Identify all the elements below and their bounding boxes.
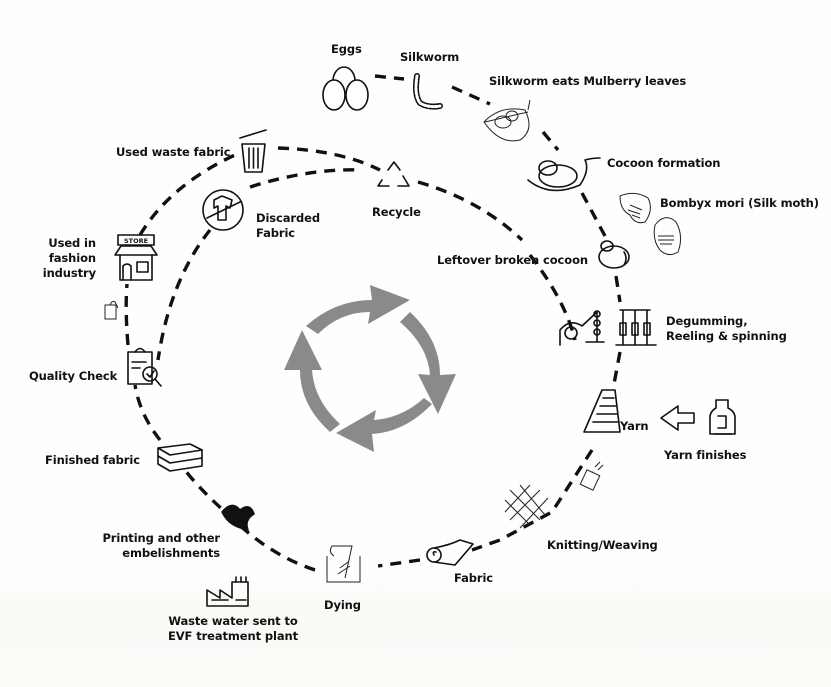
folded-fabric-icon [157, 443, 203, 472]
label-broken-cocoon: Leftover broken cocoon [437, 253, 588, 267]
label-waste-water-line1: Waste water sent to [168, 614, 298, 628]
label-cocoon: Cocoon formation [607, 156, 721, 170]
recycle-icon [377, 161, 410, 187]
silkworm-icon [413, 73, 443, 110]
label-discarded: Discarded Fabric [256, 211, 320, 241]
label-printing-line2: embelishments [122, 545, 220, 560]
broken-cocoon-icon [598, 240, 630, 269]
label-fashion-line2: fashion [48, 250, 96, 265]
label-fabric: Fabric [454, 571, 494, 585]
yarn-spool-icon [583, 389, 621, 433]
cycle-arrows-icon [284, 285, 456, 452]
dryer-machine-icon [579, 461, 604, 491]
label-discarded-line1: Discarded [256, 211, 320, 225]
label-yarn-finishes: Yarn finishes [664, 448, 747, 462]
fabric-roll-icon [426, 539, 474, 566]
label-waste-fabric: Used waste fabric [116, 145, 231, 159]
shopping-bag-icon [104, 300, 119, 320]
label-fashion-line1: Used in [48, 236, 96, 250]
reeling-machine-icon [559, 309, 657, 346]
label-mulberry: Silkworm eats Mulberry leaves [489, 74, 687, 88]
factory-icon [206, 576, 249, 607]
label-printing: Printing and other embelishments [96, 531, 220, 561]
arrow-left-icon [660, 405, 695, 431]
label-moth: Bombyx mori (Silk moth) [660, 196, 819, 210]
label-printing-line1: Printing and other [102, 531, 220, 545]
ornament-icon [221, 504, 255, 531]
label-quality-check: Quality Check [29, 369, 118, 383]
label-yarn: Yarn [620, 419, 649, 433]
bottle-icon [709, 399, 736, 435]
label-dying: Dying [324, 598, 361, 612]
label-silkworm: Silkworm [400, 50, 460, 64]
weave-icon [504, 484, 549, 529]
label-degumming-line1: Degumming, [666, 314, 748, 328]
eggs-icon [322, 66, 369, 111]
label-waste-water-line2: EVF treatment plant [167, 628, 299, 643]
leaf-silkworm-icon [483, 99, 531, 142]
cocoon-icon [527, 157, 601, 192]
store-icon [114, 234, 158, 281]
label-eggs: Eggs [331, 42, 362, 56]
label-fashion-line3: industry [42, 265, 96, 280]
label-knitting: Knitting/Weaving [547, 538, 658, 552]
store-sign: STORE [124, 237, 148, 245]
label-discarded-line2: Fabric [256, 225, 296, 240]
inner-cycle-path [156, 168, 577, 361]
label-recycle: Recycle [372, 205, 421, 219]
label-degumming-line2: Reeling & spinning [666, 328, 787, 343]
trash-bin-icon [239, 129, 267, 173]
no-clothing-icon [202, 189, 244, 231]
label-finished-fabric: Finished fabric [45, 453, 140, 467]
label-degumming: Degumming, Reeling & spinning [666, 314, 787, 344]
label-waste-water: Waste water sent to EVF treatment plant [166, 614, 300, 644]
dye-bath-icon [326, 545, 361, 583]
label-fashion: Used in fashion industry [40, 236, 96, 281]
clipboard-check-icon [127, 347, 162, 387]
moth-icon [619, 192, 682, 256]
